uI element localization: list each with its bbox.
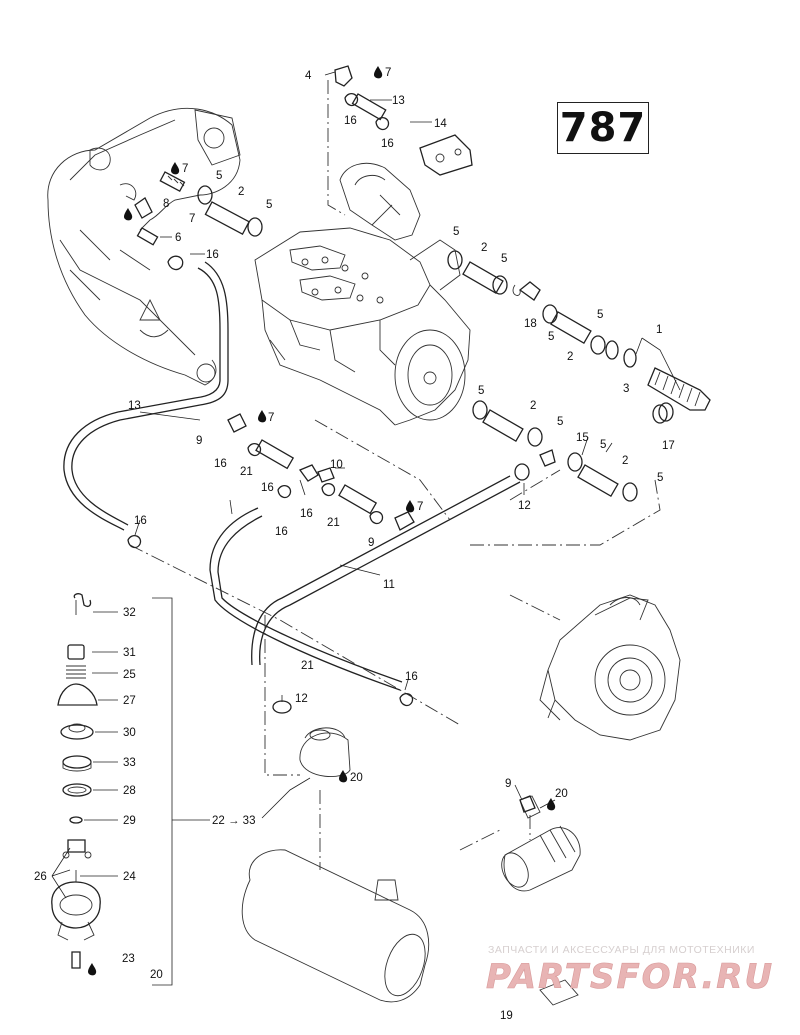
- callout-16: 16: [261, 482, 274, 494]
- callout-7: 7: [268, 412, 274, 424]
- callout-5: 5: [600, 439, 606, 451]
- drop-icon: [88, 963, 97, 976]
- leader-lines: [51, 71, 681, 899]
- callout-5: 5: [266, 199, 272, 211]
- callout-7: 7: [417, 501, 423, 513]
- callout-6: 6: [175, 232, 181, 244]
- callout-16: 16: [300, 508, 313, 520]
- callout-5: 5: [597, 309, 603, 321]
- callout-9: 9: [505, 778, 511, 790]
- elbow-fitting: [327, 80, 421, 241]
- small-fittings: [127, 65, 556, 813]
- drop-icon: [406, 500, 415, 513]
- callout-7: 7: [189, 213, 195, 225]
- callout-25: 25: [123, 669, 136, 681]
- callout-5: 5: [501, 253, 507, 265]
- callout-9: 9: [196, 435, 202, 447]
- callout-1: 1: [656, 324, 662, 336]
- exhaust-manifold: [47, 107, 241, 386]
- callout-16: 16: [134, 515, 147, 527]
- callout-16: 16: [206, 249, 219, 261]
- drop-icon: [374, 66, 383, 79]
- callout-22-33: 22 → 33: [212, 815, 255, 827]
- clamps: [197, 185, 638, 714]
- callout-21: 21: [240, 466, 253, 478]
- callout-2: 2: [530, 400, 536, 412]
- callout-31: 31: [123, 647, 136, 659]
- callout-4: 4: [305, 70, 312, 82]
- callout-19: 19: [500, 1010, 513, 1022]
- coolant-tank: [241, 727, 430, 1003]
- pressure-cap-stack: [51, 593, 101, 969]
- callout-29: 29: [123, 815, 136, 827]
- callout-15: 15: [576, 432, 589, 444]
- callout-7: 7: [385, 67, 391, 79]
- group-bracket: [152, 597, 210, 986]
- callout-13: 13: [392, 95, 405, 107]
- callout-20: 20: [350, 772, 363, 784]
- nozzle-fitting: [605, 340, 711, 424]
- callout-3: 3: [623, 383, 629, 395]
- callout-5: 5: [453, 226, 459, 238]
- callout-9: 9: [368, 537, 374, 549]
- drop-icons: [88, 66, 556, 976]
- watermark-logo: PARTSFOR.RU: [486, 957, 774, 998]
- callout-12: 12: [295, 693, 308, 705]
- callout-33: 33: [123, 757, 136, 769]
- callout-5: 5: [557, 416, 563, 428]
- callout-21: 21: [301, 660, 314, 672]
- callout-5: 5: [657, 472, 663, 484]
- filter-cartridge: [459, 795, 581, 892]
- engine-block: [254, 227, 471, 426]
- callout-32: 32: [123, 607, 136, 619]
- callout-14: 14: [434, 118, 447, 130]
- callout-30: 30: [123, 727, 136, 739]
- drop-icon: [547, 798, 556, 811]
- callout-5: 5: [478, 385, 484, 397]
- drop-icon: [258, 410, 267, 423]
- callout-16: 16: [405, 671, 418, 683]
- callout-12: 12: [518, 500, 531, 512]
- page-number: 787: [557, 102, 649, 154]
- callout-18: 18: [524, 318, 537, 330]
- clip-part: [539, 979, 579, 1006]
- callout-23: 23: [122, 953, 135, 965]
- callout-20: 20: [150, 969, 163, 981]
- callout-21: 21: [327, 517, 340, 529]
- drop-icon: [339, 770, 348, 783]
- callout-7: 7: [182, 163, 188, 175]
- drop-icon: [171, 162, 180, 175]
- callout-24: 24: [123, 871, 136, 883]
- callout-5: 5: [548, 331, 554, 343]
- callout-28: 28: [123, 785, 136, 797]
- jet-pump: [470, 479, 681, 741]
- drop-icon: [124, 208, 133, 221]
- callout-16: 16: [275, 526, 288, 538]
- callout-26: 26: [34, 871, 47, 883]
- callout-labels: 1 2 2 2 2 2 3 4 5 5 5 5 5 5 5 5 5 5 6 7 …: [34, 67, 675, 1022]
- callout-2: 2: [238, 186, 244, 198]
- callout-2: 2: [481, 242, 487, 254]
- callout-13: 13: [128, 400, 141, 412]
- callout-2: 2: [567, 351, 573, 363]
- callout-17: 17: [662, 440, 675, 452]
- callout-5: 5: [216, 170, 222, 182]
- callout-8: 8: [163, 198, 169, 210]
- callout-10: 10: [330, 459, 343, 471]
- callout-20: 20: [555, 788, 568, 800]
- callout-16: 16: [344, 115, 357, 127]
- callout-16: 16: [214, 458, 227, 470]
- hoses: [63, 93, 619, 776]
- callout-11: 11: [383, 579, 395, 591]
- watermark-logo-text: PARTSFOR.RU: [486, 957, 774, 997]
- callout-16: 16: [381, 138, 394, 150]
- watermark-caption: ЗАПЧАСТИ И АКСЕССУАРЫ ДЛЯ МОТОТЕХНИКИ: [488, 944, 755, 956]
- callout-27: 27: [123, 695, 136, 707]
- callout-2: 2: [622, 455, 628, 467]
